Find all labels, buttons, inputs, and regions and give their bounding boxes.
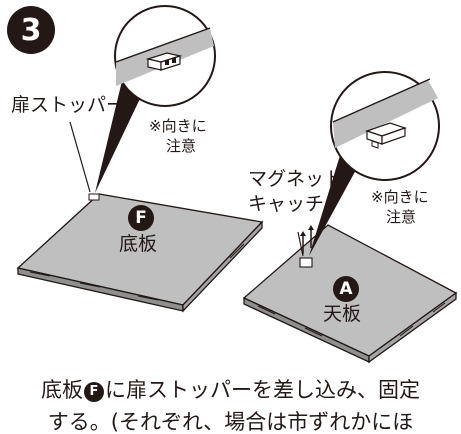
instruction-text-after: に扉ストッパーを差し込み、固定 [105, 378, 420, 402]
board-a-badge: A [333, 276, 359, 302]
bottom-board-label: 底板 [119, 233, 158, 255]
left-orientation-note-line2: 注意 [166, 137, 197, 155]
board-f-badge: F [128, 205, 154, 231]
top-board-label: 天板 [323, 303, 362, 325]
step-number-badge: 3 [7, 6, 55, 54]
magnet-catch-label-line1: マグネット [248, 168, 344, 190]
left-zoom-circle [114, 5, 216, 107]
instruction-line-2: する。(それぞれ、場合は市ずれかにほ [47, 410, 414, 434]
magnet-catch-label-line2: キャッチ [248, 193, 325, 215]
right-zoom-circle [330, 71, 440, 181]
left-label-leader [69, 121, 91, 193]
magnet-catch-closeup [365, 122, 407, 149]
instruction-board-f-badge: F [84, 381, 104, 402]
left-orientation-note-line1: ※向きに [149, 117, 207, 135]
right-label-leader [297, 231, 304, 257]
right-orientation-note-line1: ※向きに [371, 188, 429, 206]
bottom-board-f [16, 193, 264, 313]
door-stopper-part [88, 193, 100, 201]
magnet-catch-part [299, 225, 314, 268]
door-stopper-label: 扉ストッパー [11, 94, 126, 116]
right-orientation-note-line2: 注意 [386, 208, 417, 226]
instruction-text-before: 底板 [41, 378, 83, 402]
door-stopper-closeup [145, 52, 183, 71]
